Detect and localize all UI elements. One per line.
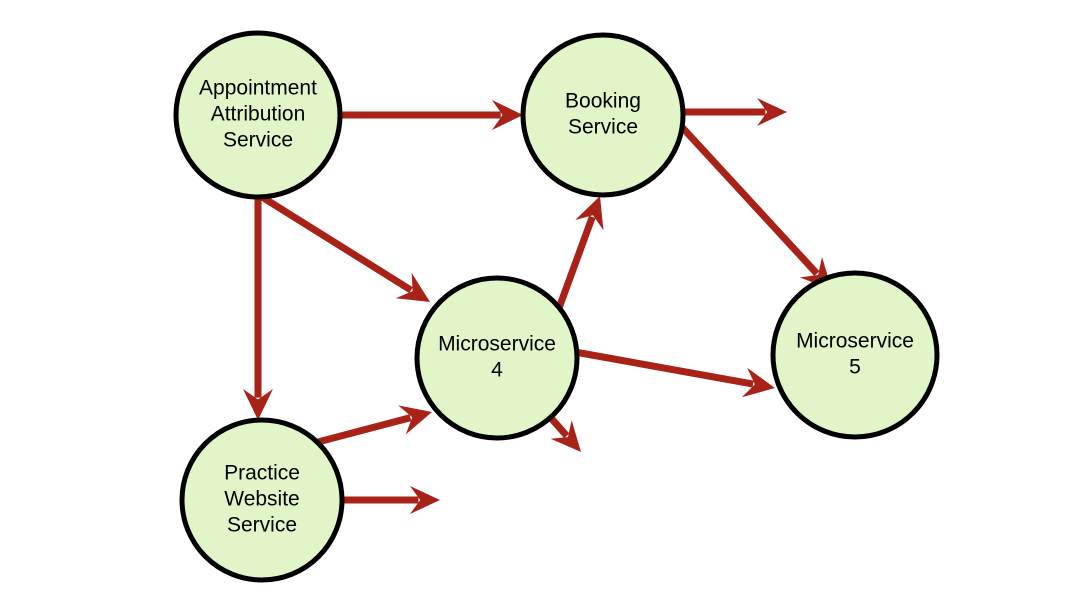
edge-appointment-to-microservice4-line: [260, 194, 413, 294]
stub-practice-website-right: [340, 486, 440, 514]
stub-microservice4-bottom: [548, 415, 581, 452]
stub-edges-layer: [340, 98, 787, 514]
edge-appointment-to-practice-website: [243, 197, 273, 420]
node-microservice-5-circle[interactable]: [770, 270, 940, 440]
edge-microservice4-to-microservice5: [574, 348, 775, 398]
nodes-layer: AppointmentAttributionServiceBookingServ…: [173, 30, 940, 583]
edge-microservice4-to-booking-arrowhead-icon: [575, 196, 604, 231]
edge-booking-to-microservice5-line: [677, 122, 820, 276]
stub-practice-website-right-arrowhead-icon: [410, 486, 440, 514]
stub-booking-right-arrowhead-icon: [757, 98, 787, 126]
edge-appointment-to-microservice4-arrowhead-icon: [395, 272, 430, 302]
stub-microservice4-bottom-line: [548, 415, 570, 439]
node-practice-website-service-label-line-2: Service: [227, 514, 297, 537]
edges-layer: [243, 100, 832, 446]
edge-booking-to-microservice5: [677, 122, 832, 290]
edge-appointment-to-booking-arrowhead-icon: [492, 100, 523, 130]
node-appointment-attribution-service-circle[interactable]: [173, 30, 343, 200]
edge-microservice4-to-booking-line: [555, 215, 596, 310]
node-microservice-5-label-line-1: 5: [849, 356, 861, 379]
node-microservice-4[interactable]: Microservice 4: [414, 275, 580, 441]
node-booking-service-circle[interactable]: [520, 32, 686, 198]
edge-microservice4-to-microservice5-line: [574, 348, 754, 388]
stub-microservice4-bottom-arrowhead-icon: [550, 420, 581, 452]
edge-appointment-to-microservice4: [260, 194, 430, 302]
node-microservice-4-label-line-1: 4: [491, 359, 503, 382]
edge-microservice4-to-booking: [555, 196, 604, 310]
node-practice-website-service-circle[interactable]: [179, 417, 345, 583]
node-appointment-attribution-service-label-line-0: Appointment: [199, 77, 317, 100]
node-practice-website-service-label-line-1: Website: [224, 488, 299, 511]
edge-practice-website-to-microservice4: [317, 405, 432, 446]
node-appointment-attribution-service-label-line-2: Service: [223, 129, 293, 152]
edge-practice-website-to-microservice4-arrowhead-icon: [398, 405, 432, 435]
node-practice-website-service-label-line-0: Practice: [224, 462, 300, 485]
edge-appointment-to-booking: [340, 100, 523, 130]
node-microservice-4-circle[interactable]: [414, 275, 580, 441]
stub-booking-right: [683, 98, 787, 126]
node-microservice-4-label-line-0: Microservice: [438, 333, 556, 356]
node-microservice-5[interactable]: Microservice 5: [770, 270, 940, 440]
node-booking-service-label-line-0: Booking: [565, 90, 641, 113]
edge-microservice4-to-microservice5-arrowhead-icon: [741, 367, 775, 398]
node-appointment-attribution-service-label-line-1: Attribution: [211, 103, 306, 126]
edge-practice-website-to-microservice4-line: [317, 414, 412, 446]
node-booking-service-label-line-1: Service: [568, 116, 638, 139]
edge-appointment-to-practice-website-arrowhead-icon: [243, 389, 273, 420]
node-microservice-5-label-line-0: Microservice: [796, 330, 914, 353]
